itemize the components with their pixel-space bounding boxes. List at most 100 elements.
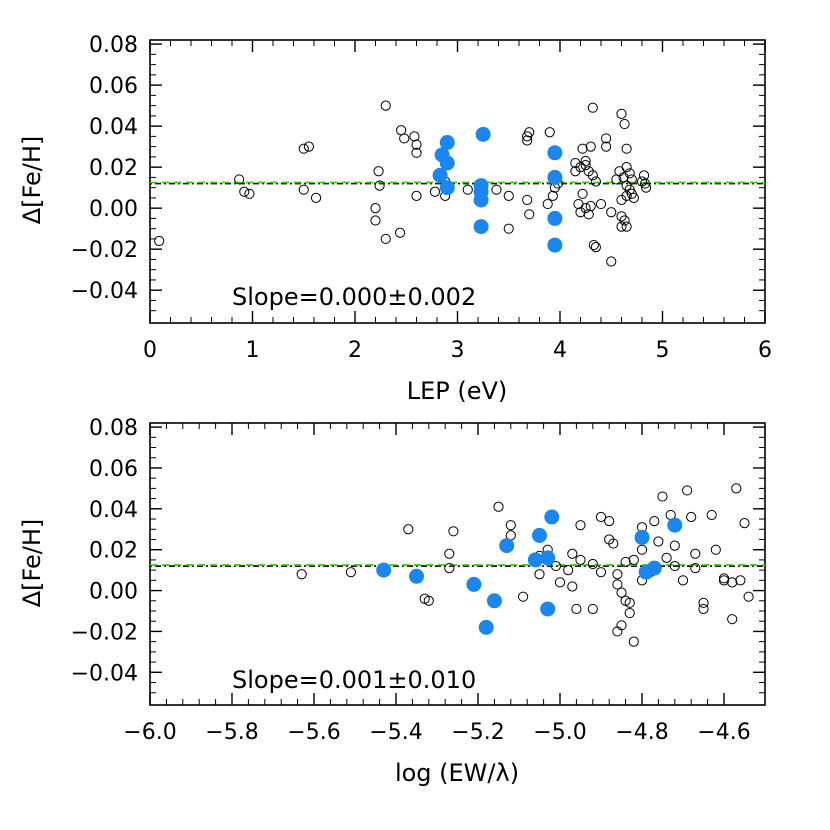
scatter-points-ew [296,483,754,647]
open-data-point [616,221,627,232]
open-data-point [590,176,601,187]
x-axis-label-ew: log (EW/λ) [395,759,519,787]
filled-data-point [439,180,455,196]
plot-frame [149,39,766,324]
open-data-point [444,562,455,574]
open-data-point [577,188,588,199]
open-data-point [298,143,309,154]
open-data-point [706,509,717,521]
filled-data-point [499,538,515,554]
open-data-point [677,575,689,586]
x-tick-label: 0 [143,338,157,363]
open-data-point [567,548,578,559]
open-data-point [380,100,391,111]
open-data-point [588,239,599,251]
y-tick-label: −0.04 [71,279,138,304]
open-data-point [550,560,562,572]
reference-lines-ew [150,564,765,567]
open-data-point [585,201,596,212]
open-data-point [373,166,384,177]
open-data-point [575,520,586,531]
filled-data-point [547,169,563,185]
axes-frame-ew: −6.0−5.8−5.6−5.4−5.2−5.0−4.8−4.6−0.04−0.… [71,416,766,745]
y-tick-label: 0.06 [89,457,138,482]
open-data-point [518,591,529,602]
open-data-point [587,170,598,181]
open-data-point [587,558,598,570]
open-data-point [638,170,650,181]
open-data-point [380,233,391,245]
open-data-point [411,147,422,158]
open-data-point [575,162,586,173]
filled-data-point [475,126,491,142]
filled-data-point [473,219,489,235]
open-data-point [628,554,639,566]
open-data-point [573,198,584,210]
open-data-point [612,579,623,590]
plot-frame [149,422,766,706]
open-data-point [585,141,596,152]
open-data-point [626,174,637,185]
slope-annotation-ew: Slope=0.001±0.010 [232,666,476,694]
open-data-point [595,567,607,578]
y-tick-label: 0.04 [89,115,138,140]
y-tick-label: −0.02 [71,620,138,645]
filled-data-point [409,568,424,584]
open-data-point [239,186,250,197]
open-data-point [491,184,502,195]
open-data-point [524,209,535,220]
open-data-point [636,544,648,555]
open-data-point [601,133,612,144]
x-tick-label: −5.2 [451,720,504,745]
y-axis-label-lep: Δ[Fe/H] [18,136,46,225]
open-data-point [522,135,533,146]
filled-data-point [527,552,543,568]
x-tick-label: −6.0 [123,720,176,745]
open-data-point [649,515,660,527]
open-data-point [604,515,615,527]
open-data-point [619,118,630,130]
open-data-point [567,581,578,592]
open-data-point [661,552,672,563]
open-data-point [669,540,680,551]
filled-data-point [540,601,556,617]
open-data-point [619,215,630,226]
open-data-point [575,554,586,566]
open-data-point [563,565,574,576]
filled-data-point [439,155,455,171]
reference-lines-lep [150,181,765,185]
open-data-point [303,141,314,152]
open-data-point [710,544,721,555]
slope-annotation-lep: Slope=0.000±0.002 [232,283,476,311]
open-data-point [298,184,309,195]
y-tick-label: 0.08 [89,416,138,441]
filled-data-point [376,562,392,578]
open-data-point [606,256,617,267]
y-tick-label: 0.08 [89,33,138,58]
open-data-point [735,575,746,586]
filled-data-point [478,619,494,635]
open-data-point [727,577,738,588]
x-tick-label: 2 [348,338,362,363]
open-data-point [727,614,738,625]
x-tick-label: 3 [451,338,465,363]
open-data-point [690,562,701,574]
open-data-point [503,223,514,234]
open-data-point [621,190,632,201]
open-data-point [534,569,545,580]
open-data-point [739,518,750,529]
open-data-point [544,127,555,138]
open-data-point [731,483,742,494]
open-data-point [154,235,165,247]
x-tick-label: −5.4 [369,720,422,745]
x-axis-label-lep: LEP (eV) [407,377,508,405]
open-data-point [583,209,594,220]
open-data-point [628,636,639,647]
open-data-point [554,577,566,588]
filled-data-point [466,576,482,592]
open-data-point [621,221,632,232]
open-data-point [718,575,730,586]
y-tick-label: 0.06 [89,74,138,99]
open-data-point [370,203,381,214]
